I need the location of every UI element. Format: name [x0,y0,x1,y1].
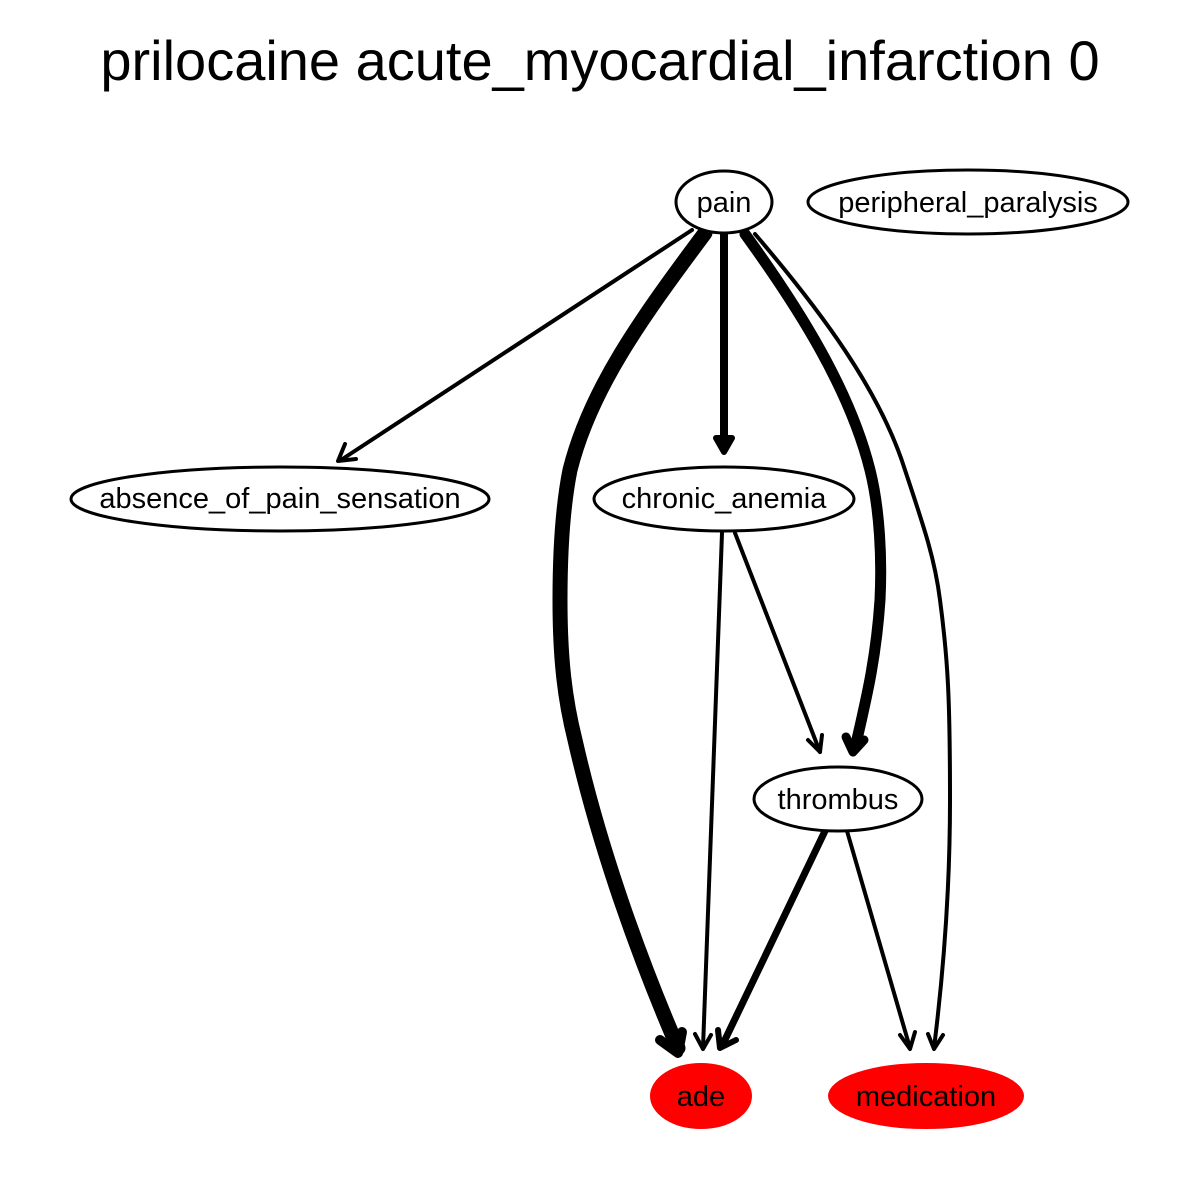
edges [336,225,952,1058]
edge-pain-ade [552,225,713,1058]
node-label: chronic_anemia [622,483,828,515]
node-thrombus: thrombus [752,765,924,833]
node-label: thrombus [778,784,899,816]
edge-pain-absence-of-pain-sensation [336,228,694,463]
edge-thrombus-medication [845,829,917,1051]
node-label: absence_of_pain_sensation [99,483,460,515]
node-pain: pain [674,169,774,235]
node-label: pain [697,187,752,219]
node-ade: ade [650,1063,752,1129]
node-label: medication [856,1081,996,1113]
node-label: peripheral_paralysis [838,187,1098,219]
node-chronic-anemia: chronic_anemia [592,465,856,533]
node-medication: medication [828,1063,1024,1129]
edge-chronic-anemia-thrombus [733,531,824,754]
edge-pain-chronic-anemia [713,230,735,455]
node-label: ade [677,1081,725,1113]
edge-pain-medication [753,232,952,1051]
edge-pain-thrombus [739,228,887,757]
edge-thrombus-ade [715,827,829,1051]
edge-chronic-anemia-ade [693,531,724,1051]
node-peripheral-paralysis: peripheral_paralysis [806,168,1130,236]
node-absence-of-pain-sensation: absence_of_pain_sensation [69,465,491,533]
diagram-title: prilocaine acute_myocardial_infarction 0 [100,29,1100,92]
